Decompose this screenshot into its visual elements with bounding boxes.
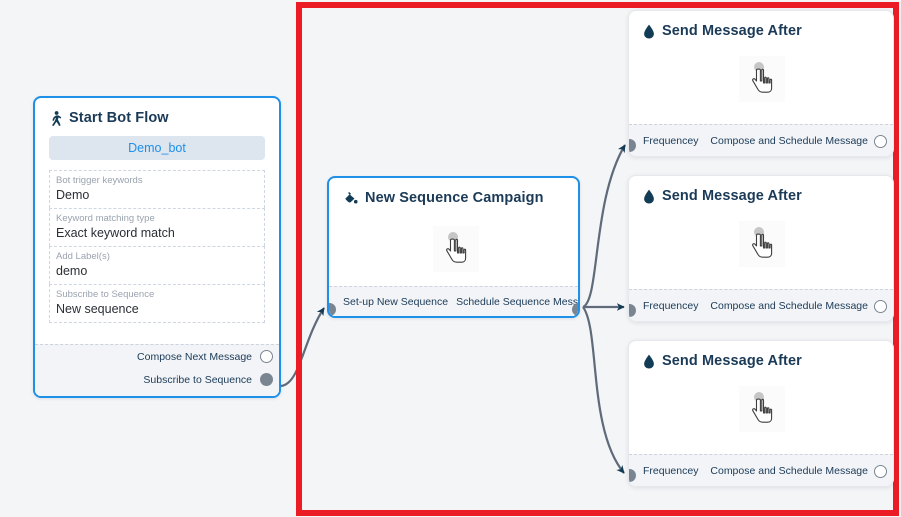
field-label: Add Label(s) — [56, 251, 110, 262]
port-row-message-2[interactable]: Frequencey Compose and Schedule Message — [629, 290, 893, 321]
node-send-message-after-1-footer: Frequencey Compose and Schedule Message — [629, 124, 893, 156]
port-frequency-input-1[interactable] — [629, 139, 636, 152]
bot-selector-pill[interactable]: Demo_bot — [49, 136, 265, 160]
node-send-message-after-3-footer: Frequencey Compose and Schedule Message — [629, 454, 893, 486]
node-send-message-after-1-title: Send Message After — [662, 23, 802, 39]
node-new-sequence-campaign-header: New Sequence Campaign — [329, 178, 578, 212]
water-drop-icon — [643, 354, 655, 369]
node-send-message-after-2-header: Send Message After — [629, 176, 893, 210]
hand-pointer-icon — [739, 386, 785, 432]
field-value: demo — [56, 264, 88, 278]
highlight-rectangle — [296, 2, 899, 516]
port-compose-and-schedule-message-2[interactable] — [874, 299, 887, 313]
node-send-message-after-1-header: Send Message After — [629, 11, 893, 45]
walking-person-icon — [49, 110, 62, 126]
port-frequency-input-3[interactable] — [629, 469, 636, 482]
hand-pointer-icon — [433, 226, 479, 272]
node-start-bot-flow-title: Start Bot Flow — [69, 110, 169, 126]
node-send-message-after-2-footer: Frequencey Compose and Schedule Message — [629, 289, 893, 321]
water-drop-icon — [643, 189, 655, 204]
start-bot-flow-fields: Bot trigger keywords Demo Keyword matchi… — [49, 170, 265, 323]
node-send-message-after-2-title: Send Message After — [662, 188, 802, 204]
node-start-bot-flow-footer: Compose Next Message Subscribe to Sequen… — [35, 344, 279, 396]
hand-pointer-icon — [739, 221, 785, 267]
port-label: Compose Next Message — [137, 350, 252, 363]
port-label-compose-and-schedule-message: Compose and Schedule Message — [710, 300, 868, 312]
port-label-compose-and-schedule-message: Compose and Schedule Message — [710, 135, 868, 147]
port-label-frequency: Frequencey — [643, 300, 699, 312]
hand-pointer-icon — [739, 56, 785, 102]
field-value: New sequence — [56, 302, 139, 316]
node-send-message-after-3-title: Send Message After — [662, 353, 802, 369]
field-add-labels[interactable]: Add Label(s) demo — [49, 246, 265, 284]
field-subscribe-to-sequence[interactable]: Subscribe to Sequence New sequence — [49, 284, 265, 323]
paint-bucket-icon — [343, 191, 358, 206]
node-start-bot-flow[interactable]: Start Bot Flow Demo_bot Bot trigger keyw… — [33, 96, 281, 398]
node-send-message-after-1[interactable]: Send Message After Frequencey Compose an… — [628, 10, 894, 157]
node-send-message-after-3-header: Send Message After — [629, 341, 893, 375]
field-keyword-matching-type[interactable]: Keyword matching type Exact keyword matc… — [49, 208, 265, 246]
field-value: Demo — [56, 188, 90, 202]
node-new-sequence-campaign[interactable]: New Sequence Campaign Set-up New Sequenc… — [327, 176, 580, 318]
port-subscribe-to-sequence[interactable] — [260, 373, 273, 386]
footer-label-schedule-sequence-message: Schedule Sequence Message — [456, 296, 579, 308]
port-row-message-3[interactable]: Frequencey Compose and Schedule Message — [629, 455, 893, 486]
field-bot-trigger-keywords[interactable]: Bot trigger keywords Demo — [49, 170, 265, 208]
footer-label-setup-new-sequence: Set-up New Sequence — [343, 296, 449, 308]
port-sequence-output[interactable] — [571, 303, 578, 316]
port-row-message-1[interactable]: Frequencey Compose and Schedule Message — [629, 125, 893, 156]
port-row-compose-next-message[interactable]: Compose Next Message — [35, 345, 279, 368]
field-label: Bot trigger keywords — [56, 175, 143, 186]
node-send-message-after-3[interactable]: Send Message After Frequencey Compose an… — [628, 340, 894, 487]
port-compose-and-schedule-message-3[interactable] — [874, 464, 887, 478]
node-new-sequence-campaign-footer: Set-up New Sequence Schedule Sequence Me… — [329, 286, 578, 316]
port-row-subscribe-to-sequence[interactable]: Subscribe to Sequence — [35, 368, 279, 391]
port-label-compose-and-schedule-message: Compose and Schedule Message — [710, 465, 868, 477]
node-send-message-after-2[interactable]: Send Message After Frequencey Compose an… — [628, 175, 894, 322]
port-compose-next-message[interactable] — [260, 350, 273, 363]
port-sequence-input[interactable] — [329, 303, 336, 316]
port-label-frequency: Frequencey — [643, 135, 699, 147]
port-label: Subscribe to Sequence — [143, 373, 252, 386]
water-drop-icon — [643, 24, 655, 39]
field-label: Subscribe to Sequence — [56, 289, 155, 300]
port-label-frequency: Frequencey — [643, 465, 699, 477]
port-frequency-input-2[interactable] — [629, 304, 636, 317]
node-new-sequence-campaign-title: New Sequence Campaign — [365, 190, 544, 206]
field-label: Keyword matching type — [56, 213, 155, 224]
node-start-bot-flow-header: Start Bot Flow — [35, 98, 279, 132]
port-compose-and-schedule-message-1[interactable] — [874, 134, 887, 148]
field-value: Exact keyword match — [56, 226, 175, 240]
